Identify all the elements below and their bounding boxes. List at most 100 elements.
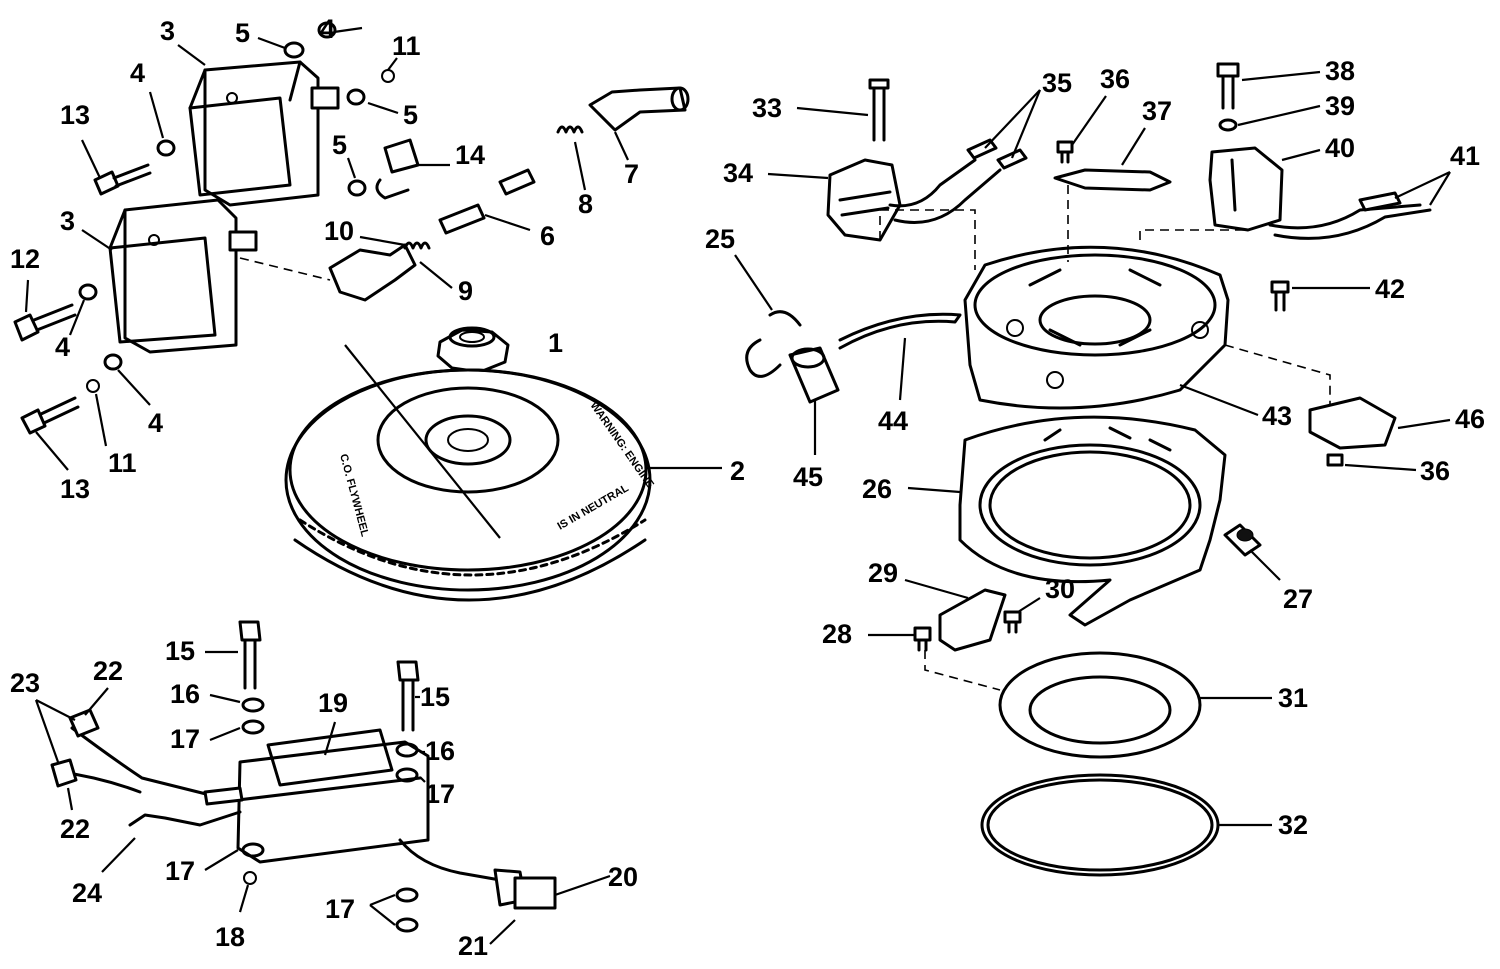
leader-line-21 xyxy=(489,919,516,945)
sensor-right xyxy=(1208,62,1432,240)
callout-15: 15 xyxy=(420,682,450,712)
callout-4: 4 xyxy=(148,408,163,438)
leader-line-5 xyxy=(346,157,357,179)
flywheel-nut xyxy=(436,326,510,374)
callout-13: 13 xyxy=(60,100,90,130)
callout-4: 4 xyxy=(130,58,145,88)
leader-line-37 xyxy=(1121,127,1146,166)
leader-line-13 xyxy=(81,139,101,179)
flywheel: C.O. FLYWHEEL WARNING: ENGINE IS IN NEUT… xyxy=(284,368,656,602)
screw-clip-top xyxy=(1053,140,1172,192)
leader-line-23 xyxy=(34,699,60,763)
leader-line-9 xyxy=(419,261,453,289)
callout-16: 16 xyxy=(425,736,455,766)
callout-17: 17 xyxy=(425,779,455,809)
leader-line-20 xyxy=(554,874,611,897)
leader-line-19 xyxy=(323,721,337,756)
leader-line-16 xyxy=(209,693,241,704)
leader-line-38 xyxy=(1241,70,1321,82)
callout-34: 34 xyxy=(723,158,753,188)
leader-line-39 xyxy=(1237,104,1321,127)
armature-plate xyxy=(958,415,1227,627)
leader-line-4 xyxy=(117,369,151,406)
callout-2: 2 xyxy=(730,456,745,486)
leader-line-40 xyxy=(1281,148,1321,162)
leader-line-12 xyxy=(24,279,30,313)
leader-line-43 xyxy=(1179,383,1259,417)
leader-line-3 xyxy=(81,229,113,251)
leader-line-4 xyxy=(333,26,363,34)
callout-39: 39 xyxy=(1325,91,1355,121)
callout-17: 17 xyxy=(325,894,355,924)
callout-18: 18 xyxy=(215,922,245,952)
callout-31: 31 xyxy=(1278,683,1308,713)
retainer-assembly xyxy=(913,588,1022,652)
spark-plug-boots xyxy=(328,86,690,302)
callout-1: 1 xyxy=(548,328,563,358)
callout-28: 28 xyxy=(822,619,852,649)
callout-38: 38 xyxy=(1325,56,1355,86)
leader-line-35 xyxy=(984,89,1041,149)
callout-20: 20 xyxy=(608,862,638,892)
assembly-dashed-lines xyxy=(239,185,1331,691)
snap-ring-32 xyxy=(980,773,1220,877)
leader-line-34 xyxy=(767,172,829,180)
leader-line-13 xyxy=(35,431,69,471)
sensor-assembly xyxy=(826,78,1028,242)
callout-42: 42 xyxy=(1375,274,1405,304)
callout-23: 23 xyxy=(10,668,40,698)
callout-5: 5 xyxy=(235,18,250,48)
leader-line-35 xyxy=(1010,89,1042,159)
callout-leaders xyxy=(24,26,1451,945)
callout-40: 40 xyxy=(1325,133,1355,163)
callout-4: 4 xyxy=(55,332,70,362)
callout-19: 19 xyxy=(318,688,348,718)
callout-35: 35 xyxy=(1042,68,1072,98)
callout-3: 3 xyxy=(60,206,75,236)
callout-45: 45 xyxy=(793,462,823,492)
leader-line-6 xyxy=(484,213,531,232)
leader-line-36 xyxy=(1071,95,1107,146)
leader-line-1 xyxy=(344,344,501,539)
callout-33: 33 xyxy=(752,93,782,123)
callout-24: 24 xyxy=(72,878,102,908)
callout-3: 3 xyxy=(160,16,175,46)
callout-21: 21 xyxy=(458,931,488,961)
leader-line-4 xyxy=(148,91,165,139)
leader-line-18 xyxy=(238,884,250,913)
leader-line-29 xyxy=(904,578,969,600)
callout-46: 46 xyxy=(1455,404,1485,434)
callout-30: 30 xyxy=(1045,574,1075,604)
callout-4: 4 xyxy=(320,14,335,44)
leader-line-17 xyxy=(204,849,239,871)
callout-13: 13 xyxy=(60,474,90,504)
leader-line-44 xyxy=(898,337,907,401)
leader-line-25 xyxy=(734,254,773,311)
leader-line-41 xyxy=(1394,171,1451,199)
leader-line-22 xyxy=(66,787,74,811)
callout-22: 22 xyxy=(60,814,90,844)
callout-5: 5 xyxy=(332,130,347,160)
leader-line-4 xyxy=(68,299,86,336)
callout-11: 11 xyxy=(108,448,137,478)
callout-36: 36 xyxy=(1420,456,1450,486)
leader-line-3 xyxy=(177,44,206,66)
ignition-coil-lower xyxy=(108,198,258,354)
leader-line-23 xyxy=(35,699,76,721)
power-pack xyxy=(50,620,557,933)
hardware-left xyxy=(13,21,395,435)
leader-line-22 xyxy=(84,687,109,716)
callout-17: 17 xyxy=(165,856,195,886)
callout-5: 5 xyxy=(403,100,418,130)
callout-labels: 1233444455567891011111213131415151616171… xyxy=(10,14,1485,961)
leader-line-8 xyxy=(573,141,587,191)
callout-37: 37 xyxy=(1142,96,1172,126)
stop-bushing xyxy=(1223,523,1262,557)
callout-10: 10 xyxy=(324,216,354,246)
callout-8: 8 xyxy=(578,189,593,219)
leader-line-26 xyxy=(907,486,961,494)
callout-43: 43 xyxy=(1262,401,1292,431)
callout-26: 26 xyxy=(862,474,892,504)
leader-line-17 xyxy=(209,726,241,742)
callout-22: 22 xyxy=(93,656,123,686)
